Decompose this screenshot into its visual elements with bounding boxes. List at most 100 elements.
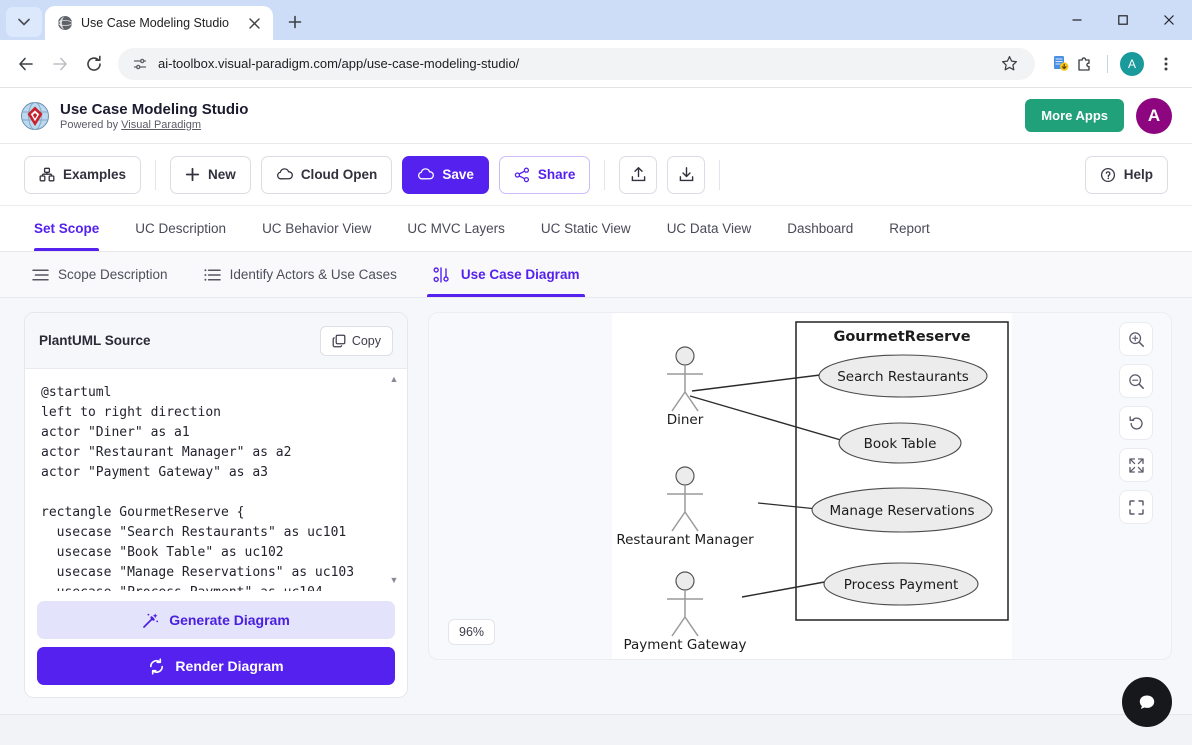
scroll-down-icon[interactable]: ▼ <box>389 575 399 585</box>
copy-label: Copy <box>351 333 381 348</box>
upload-icon <box>630 166 647 183</box>
main-tab-bar: Set Scope UC Description UC Behavior Vie… <box>0 206 1192 252</box>
browser-profile-avatar[interactable]: A <box>1120 51 1144 76</box>
subtab-identify-actors-use-cases[interactable]: Identify Actors & Use Cases <box>186 252 415 297</box>
diagram-panel: GourmetReserve Search Restaurants Book T… <box>428 312 1172 660</box>
tab-uc-static-view[interactable]: UC Static View <box>540 221 631 236</box>
upload-button[interactable] <box>619 155 658 194</box>
new-tab-button[interactable] <box>281 8 309 36</box>
powered-by-prefix: Powered by <box>60 118 122 131</box>
magic-wand-icon <box>142 612 159 629</box>
reload-button[interactable] <box>78 48 110 80</box>
svg-text:Payment Gateway: Payment Gateway <box>623 637 746 653</box>
render-diagram-label: Render Diagram <box>175 658 284 674</box>
lines-icon <box>32 268 49 282</box>
share-button[interactable]: Share <box>498 155 591 194</box>
kebab-menu-icon[interactable] <box>1150 48 1182 80</box>
zoom-in-button[interactable] <box>1119 322 1153 356</box>
scroll-up-icon[interactable]: ▲ <box>389 374 399 384</box>
scrollbar-track[interactable] <box>391 387 398 573</box>
puzzle-piece-icon[interactable] <box>1076 54 1095 73</box>
tab-set-scope[interactable]: Set Scope <box>24 206 117 251</box>
source-code-area[interactable]: @startuml left to right direction actor … <box>25 369 407 592</box>
subtab-use-case-diagram[interactable]: Use Case Diagram <box>415 252 598 297</box>
save-button[interactable]: Save <box>402 155 489 194</box>
tab-uc-mvc-layers[interactable]: UC MVC Layers <box>407 221 505 236</box>
diagram-toolbar <box>1119 322 1153 524</box>
zoom-out-button[interactable] <box>1119 364 1153 398</box>
divider <box>1107 54 1108 73</box>
star-icon[interactable] <box>993 48 1025 80</box>
tab-search-button[interactable] <box>6 7 42 37</box>
window-close-icon <box>1164 15 1174 25</box>
window-close-button[interactable] <box>1146 0 1192 40</box>
system-boundary-label: GourmetReserve <box>833 329 970 345</box>
subtab-scope-description[interactable]: Scope Description <box>24 252 186 297</box>
association-line <box>689 395 852 444</box>
copy-button[interactable]: Copy <box>319 325 393 356</box>
fullscreen-button[interactable] <box>1119 490 1153 524</box>
divider <box>719 159 721 190</box>
use-case-process-payment: Process Payment <box>823 562 979 606</box>
svg-text:Diner: Diner <box>667 412 704 428</box>
refresh-icon <box>148 657 165 675</box>
help-label: Help <box>1123 167 1153 182</box>
more-apps-button[interactable]: More Apps <box>1025 99 1124 132</box>
svg-text:Search Restaurants: Search Restaurants <box>837 369 969 385</box>
svg-text:Manage Reservations: Manage Reservations <box>829 503 974 519</box>
reset-icon <box>1128 415 1145 432</box>
minimize-button[interactable] <box>1054 0 1100 40</box>
browser-nav-bar: ai-toolbox.visual-paradigm.com/app/use-c… <box>0 40 1192 88</box>
chat-button[interactable] <box>1122 677 1172 727</box>
generate-diagram-label: Generate Diagram <box>169 612 290 628</box>
plus-icon <box>288 15 302 29</box>
fit-screen-button[interactable] <box>1119 448 1153 482</box>
brand: Use Case Modeling Studio Powered by Visu… <box>20 101 248 131</box>
chat-bubble-icon <box>1135 690 1159 714</box>
chevron-down-icon <box>18 18 30 26</box>
grid-icon <box>39 167 55 183</box>
maximize-button[interactable] <box>1100 0 1146 40</box>
association-line <box>691 373 829 392</box>
help-button[interactable]: Help <box>1084 155 1168 194</box>
download-icon <box>678 166 695 183</box>
main-content: PlantUML Source Copy @startuml left to r… <box>0 298 1192 714</box>
tab-report[interactable]: Report <box>889 221 930 236</box>
render-diagram-button[interactable]: Render Diagram <box>37 647 395 685</box>
avatar[interactable]: A <box>1136 97 1172 134</box>
use-case-diagram-canvas[interactable]: GourmetReserve Search Restaurants Book T… <box>612 313 1012 659</box>
svg-text:Process Payment: Process Payment <box>844 577 959 593</box>
document-download-icon[interactable] <box>1051 54 1070 73</box>
examples-button[interactable]: Examples <box>24 155 142 194</box>
use-case-diagram-svg: GourmetReserve Search Restaurants Book T… <box>616 321 1009 653</box>
cloud-open-button[interactable]: Cloud Open <box>260 155 393 194</box>
close-icon[interactable] <box>244 13 264 33</box>
plantuml-code: @startuml left to right direction actor … <box>41 385 355 591</box>
tab-dashboard[interactable]: Dashboard <box>787 221 854 236</box>
tab-uc-description[interactable]: UC Description <box>135 221 227 236</box>
back-button[interactable] <box>10 48 42 80</box>
forward-button[interactable] <box>44 48 76 80</box>
tab-uc-behavior-view[interactable]: UC Behavior View <box>262 221 372 236</box>
download-button[interactable] <box>667 155 706 194</box>
reset-view-button[interactable] <box>1119 406 1153 440</box>
generate-diagram-button[interactable]: Generate Diagram <box>37 601 395 639</box>
page-settings-icon[interactable] <box>132 56 148 72</box>
visual-paradigm-link[interactable]: Visual Paradigm <box>121 118 202 131</box>
maximize-icon <box>1118 15 1128 25</box>
sub-tab-bar: Scope Description Identify Actors & Use … <box>0 252 1192 298</box>
globe-icon <box>57 15 73 31</box>
extension-icons: A <box>1043 48 1182 80</box>
arrow-left-icon <box>19 57 33 70</box>
browser-tab[interactable]: Use Case Modeling Studio <box>45 6 273 40</box>
new-button[interactable]: New <box>170 155 251 194</box>
divider <box>604 159 606 190</box>
use-case-diagram-icon <box>433 266 452 283</box>
code-scrollbar[interactable]: ▲ ▼ <box>388 375 400 585</box>
subtab-label: Scope Description <box>58 267 168 282</box>
share-label: Share <box>537 167 576 182</box>
examples-label: Examples <box>63 167 127 182</box>
address-bar[interactable]: ai-toolbox.visual-paradigm.com/app/use-c… <box>118 47 1035 80</box>
browser-tab-strip: Use Case Modeling Studio <box>0 0 1192 40</box>
tab-uc-data-view[interactable]: UC Data View <box>666 221 752 236</box>
